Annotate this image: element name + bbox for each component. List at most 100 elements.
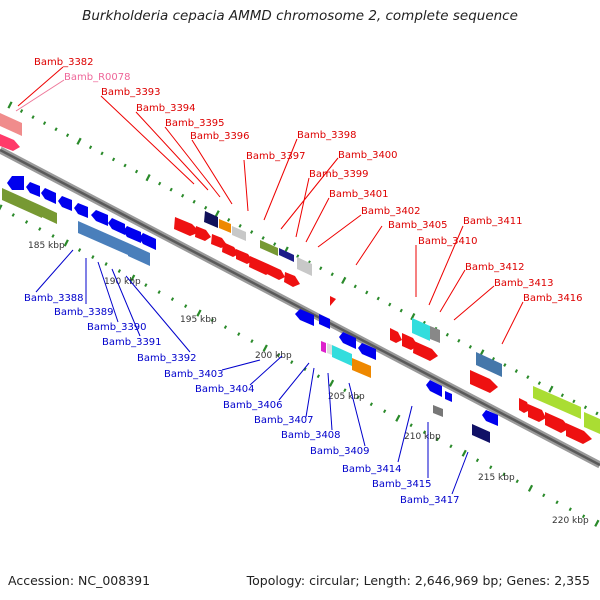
tick-mark — [123, 163, 127, 168]
gene-arrow[interactable] — [74, 203, 88, 218]
gene-arrow[interactable] — [566, 423, 592, 444]
ruler-label: 215 kbp — [478, 473, 515, 483]
gene-arrow[interactable] — [7, 176, 24, 190]
gene-label[interactable]: Bamb_3400 — [338, 150, 398, 161]
gene-arrow[interactable] — [128, 243, 150, 266]
gene-label[interactable]: Bamb_3402 — [361, 206, 421, 217]
gene-label[interactable]: Bamb_3397 — [246, 151, 306, 162]
gene-label[interactable]: Bamb_3396 — [190, 131, 250, 142]
gene-arrow[interactable] — [339, 332, 356, 349]
gene-arrow[interactable] — [267, 264, 285, 280]
gene-arrow[interactable] — [297, 257, 312, 276]
tick-mark — [250, 230, 254, 234]
gene-label[interactable]: Bamb_3413 — [494, 278, 554, 289]
ruler-label: 205 kbp — [328, 392, 365, 402]
gene-arrow[interactable] — [22, 197, 42, 218]
gene-arrow[interactable] — [139, 233, 156, 250]
gene-arrow[interactable] — [412, 318, 430, 341]
gene-label[interactable]: Bamb_3405 — [388, 220, 448, 231]
gene-arrow[interactable] — [41, 188, 56, 204]
gene-label[interactable]: Bamb_R0078 — [64, 72, 130, 83]
gene-arrow[interactable] — [426, 380, 442, 397]
gene-arrow[interactable] — [433, 405, 443, 417]
tick-mark — [475, 458, 480, 463]
gene-label[interactable]: Bamb_3410 — [418, 236, 478, 247]
gene-label[interactable]: Bamb_3415 — [372, 479, 432, 490]
gene-arrow[interactable] — [58, 196, 72, 211]
gene-arrow[interactable] — [533, 386, 556, 408]
gene-label[interactable]: Bamb_3411 — [463, 216, 523, 227]
gene-arrow[interactable] — [195, 226, 211, 241]
tick-mark — [157, 290, 161, 294]
gene-arrow[interactable] — [482, 410, 498, 426]
gene-arrow[interactable] — [330, 296, 336, 306]
gene-arrow[interactable] — [295, 309, 314, 326]
gene-label[interactable]: Bamb_3408 — [281, 430, 341, 441]
accession-text: Accession: NC_008391 — [8, 573, 151, 588]
gene-label[interactable]: Bamb_3409 — [310, 446, 370, 457]
gene-arrow[interactable] — [284, 272, 300, 287]
gene-arrow[interactable] — [42, 206, 57, 224]
gene-label[interactable]: Bamb_3416 — [523, 293, 583, 304]
gene-label[interactable]: Bamb_3398 — [297, 130, 357, 141]
tick-mark — [353, 284, 357, 289]
gene-label[interactable]: Bamb_3392 — [137, 353, 197, 364]
gene-arrow[interactable] — [430, 326, 440, 343]
gene-arrow[interactable] — [2, 188, 22, 209]
gene-label[interactable]: Bamb_3394 — [136, 103, 196, 114]
gene-arrow[interactable] — [352, 358, 371, 378]
gene-arrow[interactable] — [0, 134, 20, 151]
gene-arrow[interactable] — [556, 396, 581, 419]
gene-arrow[interactable] — [123, 226, 141, 243]
gene-label[interactable]: Bamb_3399 — [309, 169, 369, 180]
gene-arrow[interactable] — [108, 218, 125, 235]
gene-arrow[interactable] — [332, 345, 352, 366]
gene-arrow[interactable] — [174, 217, 200, 236]
gene-label[interactable]: Bamb_3382 — [34, 57, 94, 68]
gene-arrow[interactable] — [260, 240, 278, 256]
gene-arrow[interactable] — [545, 412, 570, 433]
gene-arrow[interactable] — [222, 242, 239, 257]
ruler-label: 190 kbp — [104, 277, 141, 287]
gene-arrow[interactable] — [584, 412, 600, 434]
gene-arrow[interactable] — [78, 221, 128, 255]
gene-label[interactable]: Bamb_3407 — [254, 415, 314, 426]
gene-arrow[interactable] — [204, 211, 218, 228]
gene-label[interactable]: Bamb_3403 — [164, 369, 224, 380]
gene-arrow[interactable] — [413, 341, 438, 361]
gene-arrow[interactable] — [91, 210, 108, 226]
gene-label[interactable]: Bamb_3391 — [102, 337, 162, 348]
gene-arrow[interactable] — [236, 249, 253, 264]
gene-arrow[interactable] — [26, 182, 40, 197]
gene-arrow[interactable] — [476, 352, 502, 377]
gene-arrow[interactable] — [249, 256, 272, 275]
gene-arrow[interactable] — [321, 341, 326, 353]
gene-arrow[interactable] — [445, 391, 452, 402]
gene-label[interactable]: Bamb_3388 — [24, 293, 84, 304]
gene-label[interactable]: Bamb_3389 — [54, 307, 114, 318]
gene-label[interactable]: Bamb_3417 — [400, 495, 460, 506]
gene-label[interactable]: Bamb_3401 — [329, 189, 389, 200]
gene-label[interactable]: Bamb_3393 — [101, 87, 161, 98]
gene-arrow[interactable] — [519, 398, 530, 413]
gene-arrow[interactable] — [219, 219, 231, 233]
gene-arrow[interactable] — [327, 343, 332, 355]
gene-arrow[interactable] — [358, 343, 376, 360]
gene-label[interactable]: Bamb_3404 — [195, 384, 255, 395]
gene-label[interactable]: Bamb_3395 — [165, 118, 225, 129]
gene-arrow[interactable] — [232, 226, 246, 241]
gene-arrow[interactable] — [390, 328, 402, 343]
gene-arrow[interactable] — [319, 314, 330, 329]
gene-arrow[interactable] — [472, 424, 490, 443]
gene-arrow[interactable] — [0, 113, 22, 136]
tick-mark — [130, 274, 136, 282]
gene-label[interactable]: Bamb_3406 — [223, 400, 283, 411]
tick-mark — [0, 204, 3, 211]
gene-label[interactable]: Bamb_3390 — [87, 322, 147, 333]
gene-arrow[interactable] — [528, 404, 546, 422]
tick-mark — [383, 409, 387, 414]
gene-label[interactable]: Bamb_3414 — [342, 464, 402, 475]
gene-arrow[interactable] — [470, 370, 498, 393]
gene-label[interactable]: Bamb_3412 — [465, 262, 525, 273]
gene-arrow[interactable] — [279, 248, 294, 262]
